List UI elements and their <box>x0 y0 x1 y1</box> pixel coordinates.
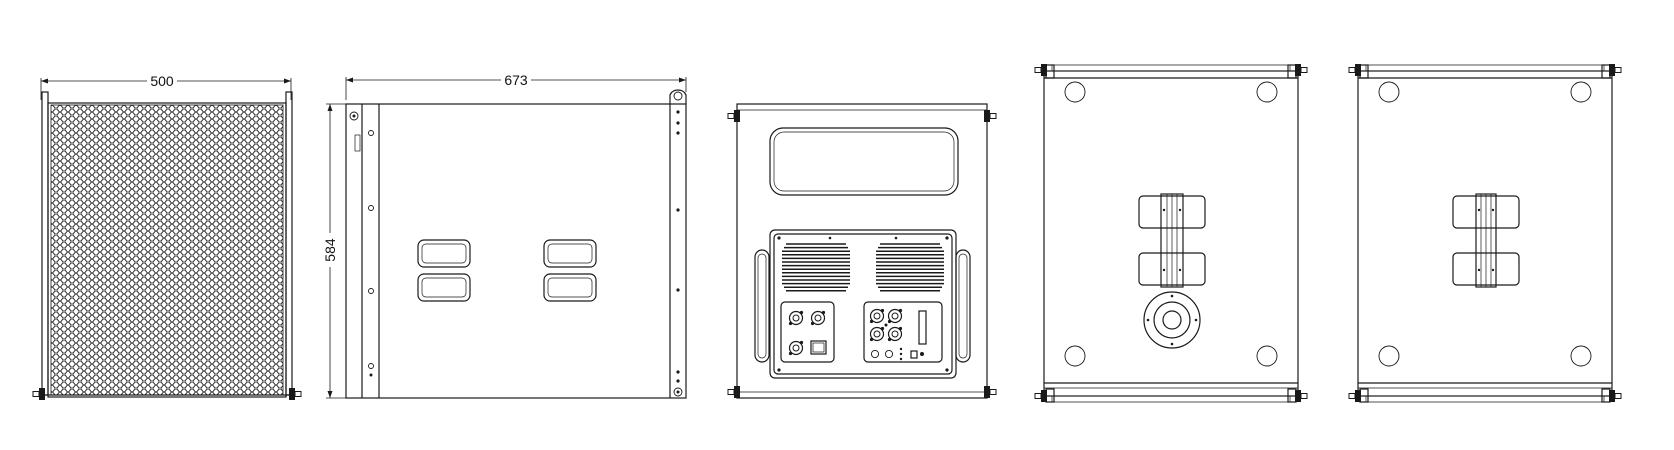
heatsink-vents <box>782 243 944 292</box>
side-screws <box>368 110 680 383</box>
rear-panel-view <box>727 103 997 399</box>
front-grille-view: 500 <box>32 73 302 401</box>
top-view <box>1348 63 1622 403</box>
side-view: 673 584 <box>322 72 687 399</box>
depth-dimension: 673 <box>345 72 687 100</box>
side-handles <box>417 239 597 302</box>
height-dimension-label: 584 <box>322 238 338 262</box>
width-dimension: 500 <box>40 73 292 100</box>
width-dimension-label: 500 <box>150 73 174 89</box>
bottom-view-with-pole-mount <box>1034 63 1308 403</box>
height-dimension: 584 <box>322 103 347 399</box>
depth-dimension-label: 673 <box>504 72 528 88</box>
